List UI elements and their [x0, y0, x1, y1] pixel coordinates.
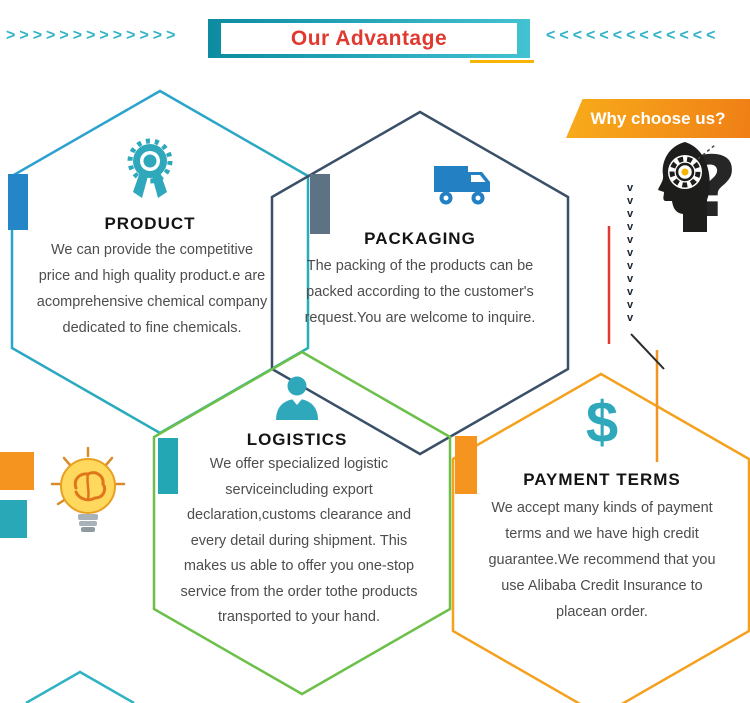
payment-accent-bar [455, 436, 477, 494]
logistics-description: We offer specialized logistic serviceinc… [180, 456, 418, 625]
banner-underline [470, 60, 534, 63]
right-arrows-decoration: <<<<<<<<<<<<< [546, 27, 720, 44]
question-head-illustration: ? [658, 138, 737, 236]
packaging-accent-bar [310, 174, 330, 234]
product-accent-bar [8, 174, 28, 230]
medal-center [143, 154, 157, 168]
left-arrows-decoration: >>>>>>>>>>>>> [6, 27, 180, 44]
bulb-base-2 [79, 521, 97, 526]
brain-center-line [86, 472, 90, 501]
left-teal-rect [0, 500, 27, 538]
dollar-icon: $ [585, 390, 619, 455]
medal-scallop [127, 138, 173, 184]
product-description: We can provide the competitive price and… [36, 242, 268, 336]
lightbulb-brain-illustration [50, 446, 126, 532]
page-title: Our Advantage [221, 23, 517, 54]
gear-center-dot [681, 168, 689, 176]
logistics-hexagon [152, 350, 452, 696]
chevron-column: v v v v v v v v v v v [626, 182, 634, 324]
truck-wheel-front-hub [475, 195, 481, 201]
truck-wheel-rear-hub [443, 195, 449, 201]
partial-hexagon-bottom [25, 670, 135, 703]
medal-ribbon-right [152, 172, 167, 198]
truck-window [471, 175, 486, 182]
person-icon [276, 376, 318, 420]
packaging-hexagon [270, 110, 570, 456]
logistics-accent-bar [158, 438, 178, 494]
logistics-title: LOGISTICS [246, 430, 348, 449]
gear-dashed-link [697, 144, 716, 160]
packaging-description: The packing of the products can be packe… [304, 258, 536, 326]
truck-icon [434, 166, 490, 205]
payment-hexagon [451, 372, 750, 703]
bulb-base-1 [78, 514, 98, 520]
medal-icon [127, 138, 173, 198]
bulb-base-3 [81, 527, 95, 532]
person-collar [292, 399, 302, 405]
why-choose-us-banner: Why choose us? [566, 99, 750, 138]
payment-description: We accept many kinds of payment terms an… [488, 500, 716, 620]
person-head [287, 376, 307, 396]
person-body [276, 399, 318, 420]
gear-icon [669, 156, 701, 188]
product-title: PRODUCT [104, 214, 196, 233]
payment-title: PAYMENT TERMS [523, 470, 681, 489]
packaging-title: PACKAGING [364, 229, 476, 248]
diagonal-accent-line [630, 333, 665, 370]
left-orange-rect [0, 452, 34, 490]
truck-cargo [434, 166, 468, 192]
